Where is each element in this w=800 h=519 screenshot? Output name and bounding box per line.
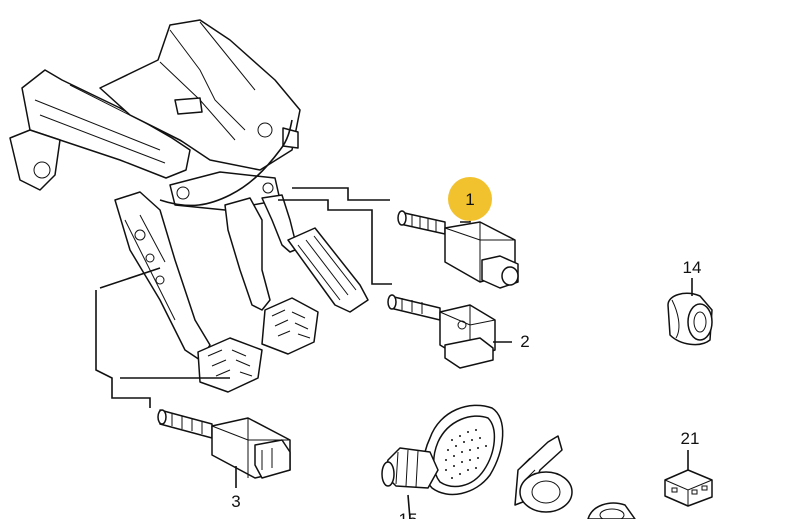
leader-lines bbox=[95, 187, 392, 408]
grommet-part-14 bbox=[667, 292, 713, 346]
steering-lock-bracket bbox=[514, 435, 636, 519]
plate-perforation bbox=[445, 429, 487, 479]
connector-part-21 bbox=[664, 469, 713, 507]
brake-pedal bbox=[224, 197, 319, 355]
clutch-switch-part-2 bbox=[387, 294, 496, 369]
callout-21[interactable]: 21 bbox=[681, 429, 700, 448]
brake-light-switch-part-1 bbox=[397, 210, 519, 289]
accelerator-pedal bbox=[261, 194, 369, 313]
pedal-box bbox=[9, 19, 301, 211]
callout-1[interactable]: 1 bbox=[465, 190, 474, 209]
callout-15[interactable]: 15 bbox=[399, 510, 418, 519]
callout-14[interactable]: 14 bbox=[683, 258, 702, 277]
callout-2[interactable]: 2 bbox=[520, 332, 529, 351]
sensor-part-15 bbox=[381, 404, 504, 519]
callout-3[interactable]: 3 bbox=[231, 492, 240, 511]
clutch-switch-part-3 bbox=[157, 409, 291, 479]
highlight-circle bbox=[448, 177, 492, 221]
